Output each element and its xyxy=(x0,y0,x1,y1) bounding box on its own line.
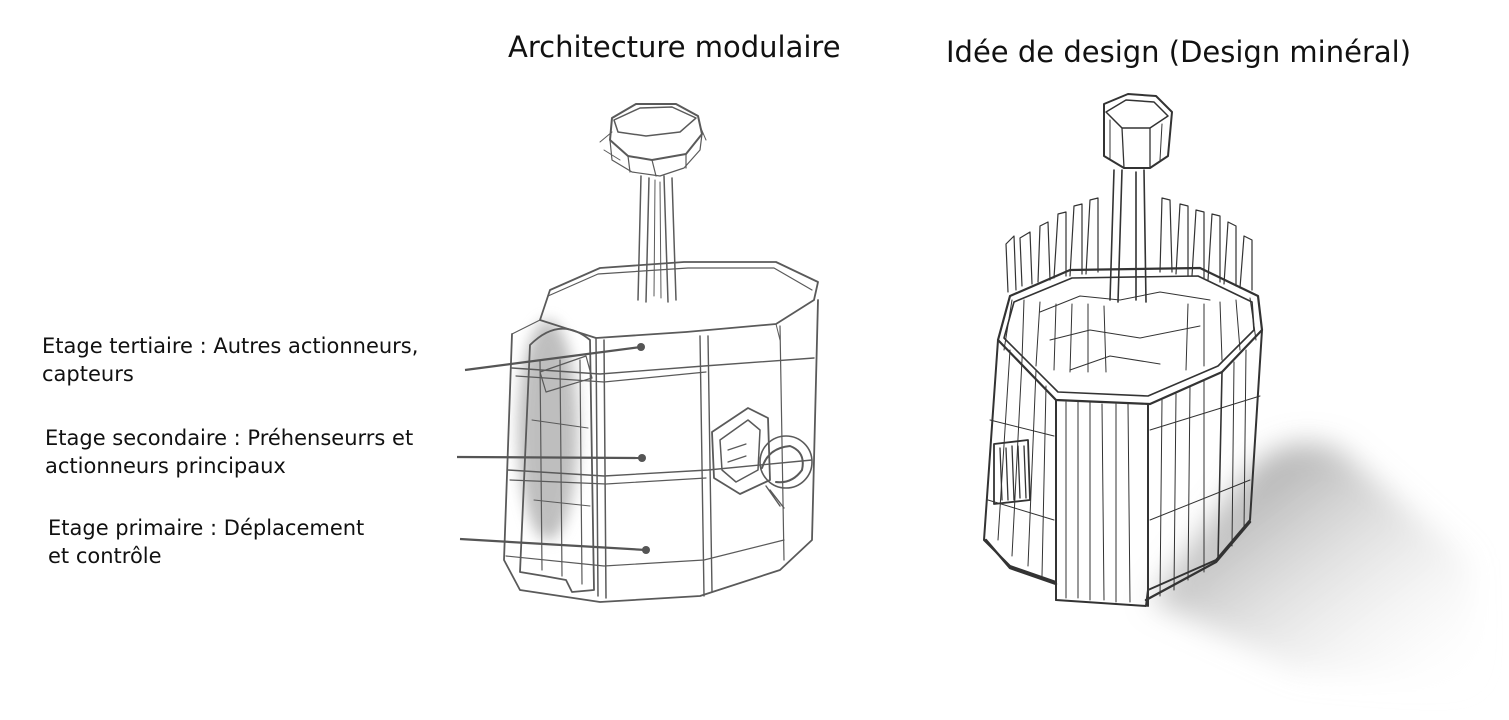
central-column xyxy=(1109,169,1147,303)
tertiary-leader-dot xyxy=(637,343,645,351)
secondary-stage-label-line1: Etage secondaire : Préhenseurrs et xyxy=(45,426,414,450)
mast-cap xyxy=(599,103,707,177)
secondary-stage-label: Etage secondaire : Préhenseurrs et actio… xyxy=(45,424,413,480)
secondary-leader-dot xyxy=(638,454,646,462)
mast xyxy=(637,175,677,303)
tertiary-stage-label-line1: Etage tertiaire : Autres actionneurs, xyxy=(42,334,419,358)
design-idea-title: Idée de design (Design minéral) xyxy=(946,35,1412,69)
secondary-stage-label-line2: actionneurs principaux xyxy=(45,454,286,478)
primary-stage-label: Etage primaire : Déplacement et contrôle xyxy=(48,514,364,570)
mineral-body xyxy=(983,329,1263,607)
bay-shading xyxy=(518,320,578,540)
tertiary-stage-label-line2: capteurs xyxy=(42,362,134,386)
modular-architecture-title: Architecture modulaire xyxy=(508,30,841,64)
modular-body xyxy=(503,299,819,603)
primary-leader-dot xyxy=(642,546,650,554)
primary-stage-label-line1: Etage primaire : Déplacement xyxy=(48,516,365,540)
mineral-robot-sketch xyxy=(983,93,1480,690)
modular-robot-sketch xyxy=(503,103,819,603)
secondary-leader-line xyxy=(456,455,643,460)
tertiary-leader-line xyxy=(464,345,642,372)
tertiary-stage-label: Etage tertiaire : Autres actionneurs, ca… xyxy=(42,332,418,388)
side-gripper xyxy=(711,407,813,509)
crystal-cap xyxy=(1103,93,1173,169)
primary-leader-line xyxy=(459,537,647,552)
crystal-spikes xyxy=(1003,197,1257,373)
primary-stage-label-line2: et contrôle xyxy=(48,544,162,568)
leader-lines xyxy=(456,343,650,554)
side-vent xyxy=(993,439,1031,505)
top-rim xyxy=(996,266,1264,406)
